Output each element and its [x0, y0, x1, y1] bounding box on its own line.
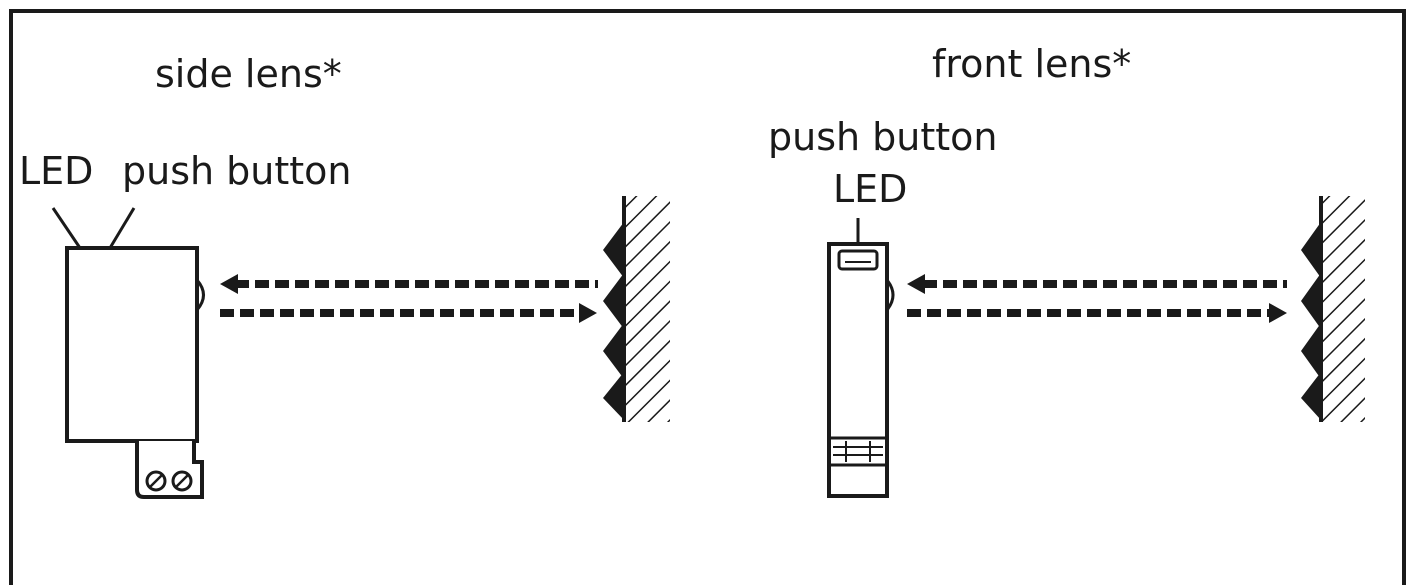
left-return-beam-arrow [220, 274, 598, 294]
screw-icon [171, 470, 193, 492]
sensor-body [65, 246, 199, 443]
side-lens-sensor [51, 207, 205, 499]
diagram-frame [9, 9, 1406, 585]
side-lens-title: side lens* [155, 52, 342, 96]
left-reflector [603, 196, 670, 422]
push-button-icon [837, 249, 879, 271]
side-lens-icon [885, 279, 895, 311]
right-return-beam-arrow [907, 274, 1287, 294]
side-push-button-label: push button [122, 149, 352, 193]
right-reflector [1301, 196, 1365, 422]
prism-tooth [603, 222, 624, 278]
front-push-button-label: push button [768, 115, 998, 159]
front-lens-title: front lens* [932, 42, 1132, 86]
prism-tooth [603, 273, 624, 329]
terminal-block [135, 441, 204, 499]
side-led-label: LED [19, 149, 94, 193]
prism-tooth [603, 323, 624, 379]
right-emit-beam-arrow [907, 303, 1287, 323]
prism-tooth [1301, 222, 1321, 278]
prism-tooth [1301, 323, 1321, 379]
prism-tooth [1301, 273, 1321, 329]
button-leader-line [108, 207, 136, 249]
screw-icon [145, 470, 167, 492]
prism-tooth [1301, 372, 1321, 420]
led-leader-line [51, 207, 82, 249]
sensor-body [827, 242, 889, 498]
left-emit-beam-arrow [220, 303, 597, 323]
front-led-label: LED [833, 167, 908, 211]
side-lens-icon [195, 279, 205, 311]
prism-tooth [603, 372, 624, 420]
front-lens-sensor [827, 218, 895, 498]
